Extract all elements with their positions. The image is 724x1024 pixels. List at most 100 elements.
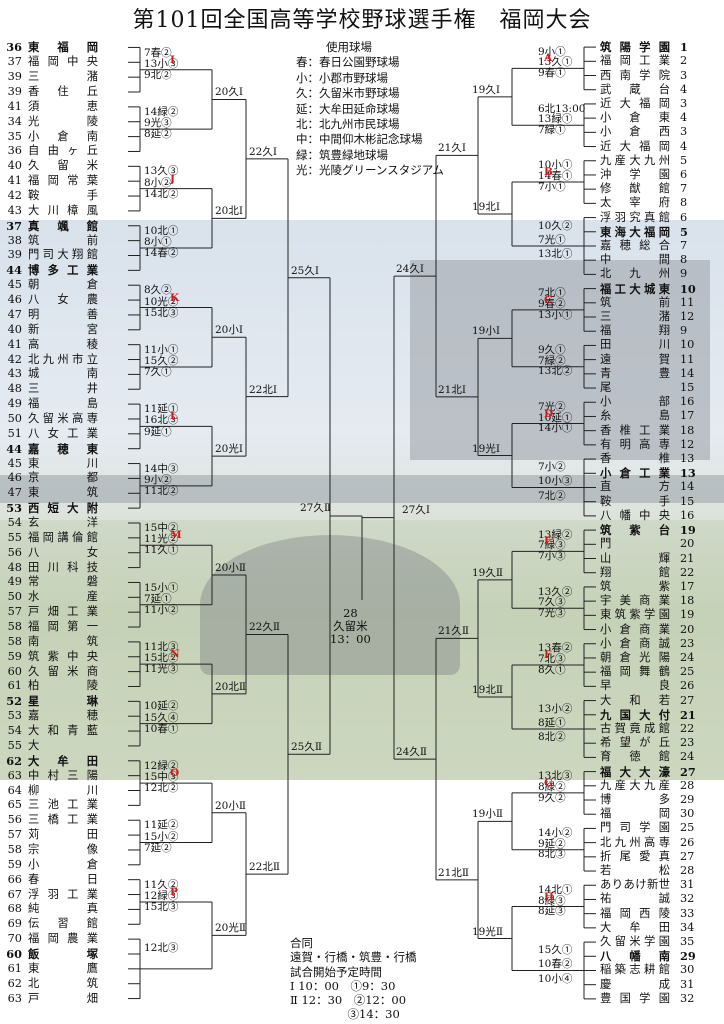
team-number: 5: [680, 153, 688, 167]
team-name: 小倉商誠: [600, 636, 670, 650]
team-number: 12: [680, 310, 695, 323]
team-name: 大和若: [600, 693, 670, 707]
team-number: 60: [6, 946, 22, 961]
team-number: 32: [680, 991, 695, 1005]
team-number: 46: [7, 293, 22, 307]
team-name: 星琳: [28, 694, 98, 709]
team-name: 武蔵台: [600, 82, 670, 96]
game-label: 7小②: [538, 461, 566, 474]
game-label: 10小④: [538, 972, 573, 985]
team-number: 21: [680, 707, 696, 722]
team-name: 九国大付: [600, 707, 670, 722]
round3-label: 21北Ⅱ: [438, 866, 469, 879]
team-number: 22: [680, 721, 695, 735]
team-number: 20: [680, 537, 695, 551]
game-label: 7小①: [538, 180, 566, 193]
team-number: 58: [7, 634, 22, 648]
game-label: 10春①: [144, 722, 179, 735]
game-label: 15久②: [144, 354, 179, 367]
team-name: 大牟田: [600, 920, 670, 934]
team-name: 柳川: [28, 783, 98, 797]
team-name: 門: [600, 537, 612, 551]
game-label: 11光③: [144, 663, 179, 676]
round4-label: 24久Ⅰ: [396, 263, 425, 276]
team-name: 東筑紫学園: [600, 608, 670, 622]
game-label: 9光③: [144, 117, 172, 130]
game-label: 7緑②: [538, 354, 566, 367]
final-venue: 久留米: [333, 619, 368, 633]
block-letter: I: [170, 53, 175, 66]
times-title: 試合開始予定時間: [290, 964, 382, 979]
team-name: 小倉商業: [600, 622, 670, 636]
team-number: 53: [7, 709, 22, 723]
game-label: 7北①: [538, 287, 566, 300]
venue-item: 延：大牟田延命球場: [296, 101, 400, 116]
game-label: 10小③: [538, 475, 573, 488]
game-label: 9久①: [538, 344, 566, 357]
team-number: 1: [680, 40, 688, 55]
round3-label: 22久Ⅱ: [249, 621, 280, 634]
team-number: 38: [7, 233, 22, 247]
team-name: 筑前: [600, 295, 670, 309]
game-label: 13久①: [538, 56, 573, 69]
round2-label: 19久Ⅰ: [472, 83, 501, 96]
round3-label: 21久Ⅱ: [438, 625, 469, 638]
game-label: 13小②: [538, 702, 573, 715]
team-name: 東福岡: [28, 40, 98, 55]
joint-title: 合同: [290, 936, 313, 950]
game-label: 15北③: [144, 306, 179, 319]
round3-label: 22久Ⅰ: [249, 145, 278, 158]
game-label: 9延①: [144, 425, 172, 438]
team-number: 16: [680, 395, 695, 409]
team-name: 大和青藍: [28, 724, 98, 738]
team-number: 69: [7, 917, 22, 931]
time-row: ③14：30: [290, 1007, 400, 1022]
team-name: 城南: [28, 367, 98, 381]
team-number: 63: [7, 991, 22, 1005]
team-number: 11: [680, 352, 695, 366]
venue-legend-title: 使用球場: [326, 40, 372, 54]
game-label: 9延②: [538, 837, 566, 850]
round2-label: 20光Ⅱ: [215, 922, 246, 935]
team-name: 鞍手: [28, 189, 98, 203]
team-number: 67: [7, 887, 22, 901]
team-number: 39: [7, 85, 22, 98]
team-name: 常磐: [28, 575, 98, 589]
game-label: 7光①: [538, 233, 566, 246]
team-name: 筑紫台: [600, 523, 670, 538]
team-number: 42: [7, 352, 22, 366]
team-number: 57: [7, 605, 22, 619]
venue-legend: 使用球場 春：春日公園野球場 小：小郡市野球場 久：久留米市野球場 延：大牟田延…: [296, 40, 444, 179]
game-label: 15中③: [144, 771, 179, 784]
team-number: 60: [7, 664, 22, 678]
game-label: 7延①: [144, 592, 172, 605]
team-number: 24: [680, 750, 695, 764]
semifinal-label: 27久Ⅰ: [402, 503, 431, 516]
block-letter: F: [544, 649, 552, 662]
